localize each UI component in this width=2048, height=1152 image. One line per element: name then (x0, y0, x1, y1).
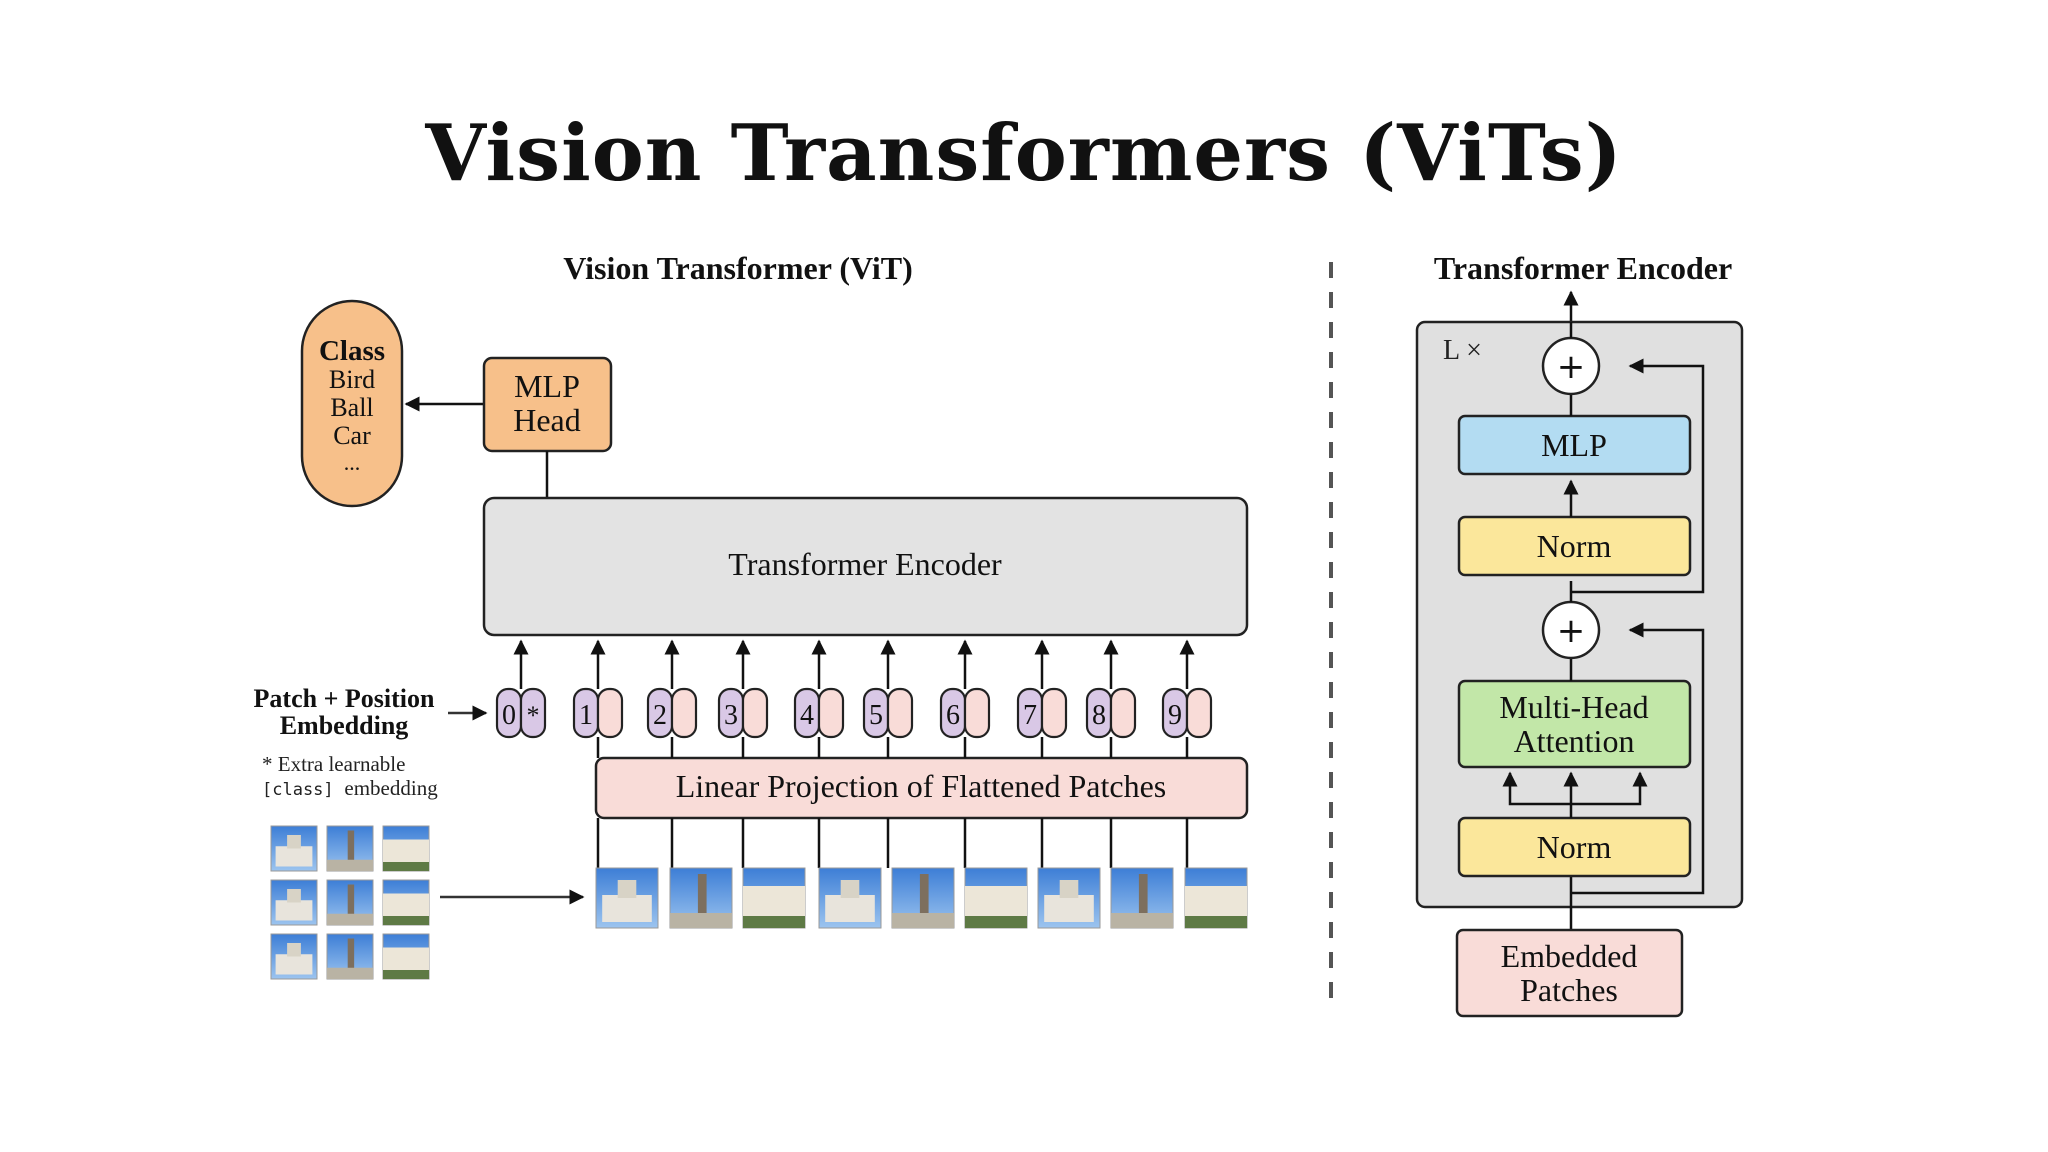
attention-input-arrow (1502, 771, 1571, 806)
token-3: 3 (717, 639, 769, 739)
patch-embedding-pill (817, 687, 845, 739)
patch-embedding-pill (670, 687, 698, 739)
add-node-top: + (1541, 336, 1601, 396)
image-patch-4 (818, 867, 882, 929)
embedded-patches-label: Embedded (1501, 938, 1638, 974)
footnote-line2: [class] embedding (262, 776, 438, 800)
token-7: 7 (1016, 639, 1068, 739)
grid-patch-5 (326, 879, 374, 926)
slide-title: Vision Transformers (ViTs) (425, 108, 1623, 199)
transformer-encoder-block: Transformer Encoder (482, 496, 1249, 637)
image-patch-3 (742, 867, 806, 929)
plus-sign: + (1557, 347, 1586, 387)
attention-input-arrow (1571, 771, 1648, 806)
patch-embedding-pill (1040, 687, 1068, 739)
grid-patch-9 (382, 933, 430, 980)
mlp-box: MLP (1457, 414, 1692, 476)
patch-embedding-pill (741, 687, 769, 739)
token-2: 2 (646, 639, 698, 739)
grid-patch-8 (326, 933, 374, 980)
image-patch-9 (1184, 867, 1248, 929)
token-5: 5 (862, 639, 914, 739)
patch-embedding-pill (1185, 687, 1213, 739)
patch-embedding-pill (886, 687, 914, 739)
mlp-head-label: Head (513, 402, 581, 438)
image-patch-5 (891, 867, 955, 929)
plus-sign: + (1557, 611, 1586, 651)
norm-bottom-box: Norm (1457, 816, 1692, 878)
flattened-patch-sequence (595, 867, 1248, 929)
token-index: 8 (1092, 700, 1106, 731)
token-1: 1 (572, 639, 624, 739)
token-4: 4 (793, 639, 845, 739)
token-index: 4 (800, 700, 814, 731)
image-patch-7 (1037, 867, 1101, 929)
token-index: 2 (653, 700, 667, 731)
class-item: ... (344, 450, 361, 475)
embedded-patches-label: Patches (1520, 972, 1618, 1008)
patch-embedding-pill (1109, 687, 1137, 739)
attention-label: Multi-Head (1499, 689, 1648, 725)
residual-path-bottom (1571, 622, 1705, 895)
footnote-code: [class] (262, 780, 334, 800)
class-output-box: Class Bird Ball Car ... (300, 299, 404, 508)
class-item: Bird (329, 365, 375, 394)
image-patch-6 (964, 867, 1028, 929)
mlp-head-box: MLP Head (482, 356, 613, 453)
token-9: 9 (1161, 639, 1213, 739)
token-index: 1 (579, 700, 593, 731)
transformer-encoder-label: Transformer Encoder (728, 546, 1002, 582)
attention-label: Attention (1514, 723, 1635, 759)
class-token-pill (519, 687, 547, 739)
token-6: 6 (939, 639, 991, 739)
linear-projection-block: Linear Projection of Flattened Patches (594, 756, 1249, 820)
norm-top-box: Norm (1457, 515, 1692, 577)
token-index: 0 (502, 700, 516, 731)
embedding-label: Embedding (280, 711, 409, 740)
token-index: 6 (946, 700, 960, 731)
norm-bottom-label: Norm (1537, 829, 1612, 865)
class-marker: * (527, 701, 540, 730)
grid-patch-1 (270, 825, 318, 872)
source-image-grid (270, 825, 430, 980)
image-patch-8 (1110, 867, 1174, 929)
grid-patch-3 (382, 825, 430, 872)
token-index: 9 (1168, 700, 1182, 731)
token-index: 7 (1023, 700, 1037, 731)
multi-head-attention-box: Multi-Head Attention (1457, 679, 1692, 769)
token-0: 0* (495, 639, 547, 739)
grid-patch-4 (270, 879, 318, 926)
token-index: 5 (869, 700, 883, 731)
embedding-label: Patch + Position (254, 684, 435, 713)
residual-path-top (1571, 358, 1705, 594)
mlp-label: MLP (1541, 427, 1607, 463)
encoder-detail-title: Transformer Encoder (1434, 250, 1732, 286)
norm-top-label: Norm (1537, 528, 1612, 564)
add-node-bottom: + (1541, 600, 1601, 660)
image-patch-1 (595, 867, 659, 929)
embedded-patches-box: Embedded Patches (1455, 928, 1684, 1018)
patch-embedding-pill (596, 687, 624, 739)
linear-projection-label: Linear Projection of Flattened Patches (676, 768, 1167, 804)
grid-patch-6 (382, 879, 430, 926)
repeat-label: L × (1443, 335, 1482, 366)
class-header: Class (319, 335, 385, 367)
token-index: 3 (724, 700, 738, 731)
projection-connectors (596, 737, 1189, 868)
patch-embedding-pill (963, 687, 991, 739)
vit-title: Vision Transformer (ViT) (563, 250, 913, 286)
footnote-line1: * Extra learnable (262, 752, 405, 776)
image-patch-2 (669, 867, 733, 929)
footnote-rest: embedding (344, 776, 438, 800)
class-item: Car (333, 421, 371, 450)
class-item: Ball (330, 393, 373, 422)
grid-patch-7 (270, 933, 318, 980)
grid-patch-2 (326, 825, 374, 872)
mlp-head-label: MLP (514, 368, 580, 404)
token-8: 8 (1085, 639, 1137, 739)
